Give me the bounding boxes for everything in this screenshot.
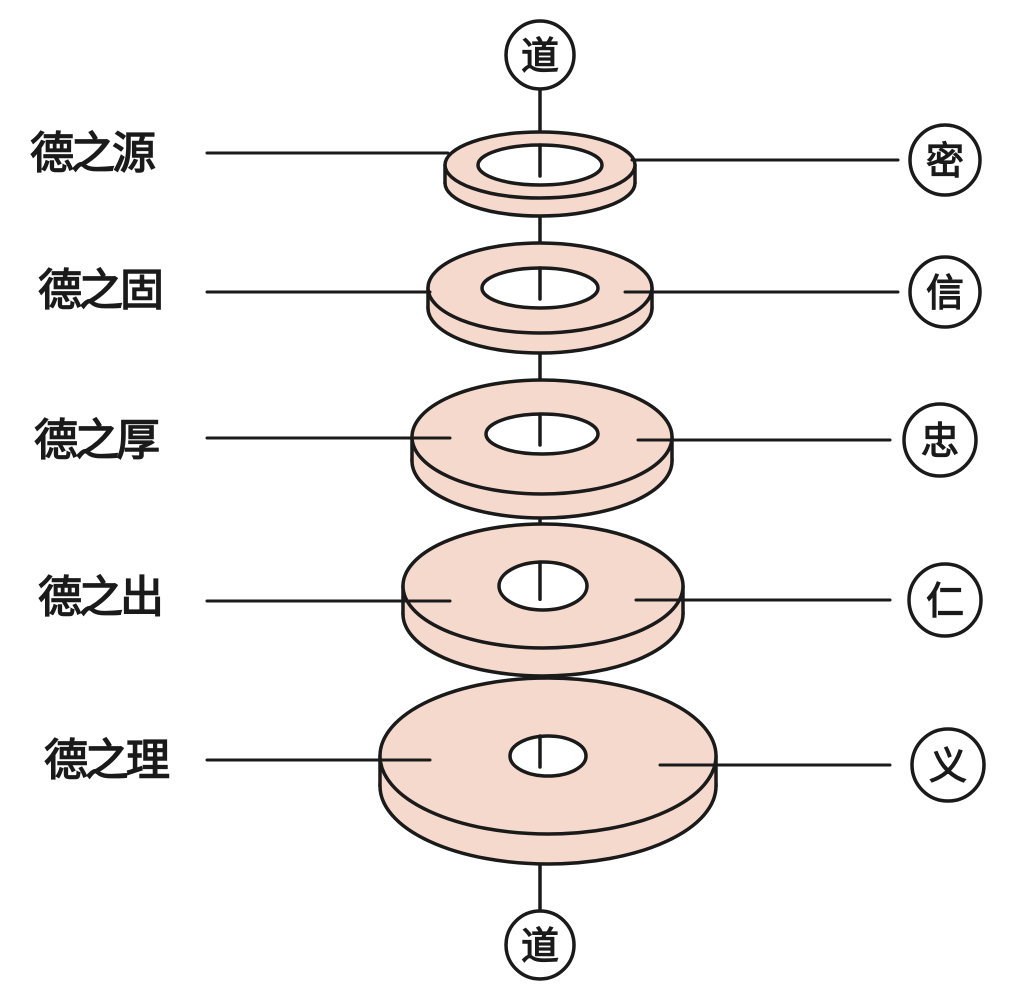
tier-3-right-circle: [902, 402, 978, 478]
tier-1-right-circle: [908, 123, 982, 197]
tier-5-right-char: 义: [929, 744, 967, 788]
tier-4-right-char: 仁: [926, 579, 964, 623]
tier-2-left-label: 德之固: [38, 265, 161, 316]
tier-3: 德之厚 忠: [34, 402, 978, 478]
tier-1-left-label: 德之源: [30, 128, 156, 179]
tier-3-left-label: 德之厚: [34, 415, 159, 466]
top-node-char: 道: [521, 34, 559, 78]
leader-lines: [205, 151, 900, 767]
tier-1-right-char: 密: [926, 139, 964, 183]
tier-5: 德之理 义: [44, 727, 986, 803]
bottom-node-circle: [504, 909, 576, 981]
tier-1: 德之源 密: [30, 123, 982, 197]
bottom-dao-node: 道: [504, 909, 576, 981]
tier-2-right-circle: [908, 255, 982, 329]
tier-4-left-label: 德之出: [38, 572, 161, 623]
bottom-node-char: 道: [521, 924, 559, 968]
disc-5-hole: [508, 734, 588, 778]
tier-3-right-char: 忠: [921, 419, 959, 463]
top-dao-node: 道: [504, 19, 576, 91]
disc-4-hole: [497, 560, 589, 612]
tier-4: 德之出 仁: [38, 562, 983, 638]
tier-2: 德之固 信: [38, 255, 982, 329]
tier-5-right-circle: [910, 727, 986, 803]
tier-5-left-label: 德之理: [44, 735, 170, 786]
top-node-circle: [504, 19, 576, 91]
disc-stack: [378, 130, 718, 866]
disc-3-hole: [484, 412, 600, 456]
tier-4-right-circle: [907, 562, 983, 638]
tier-2-right-char: 信: [926, 271, 964, 315]
